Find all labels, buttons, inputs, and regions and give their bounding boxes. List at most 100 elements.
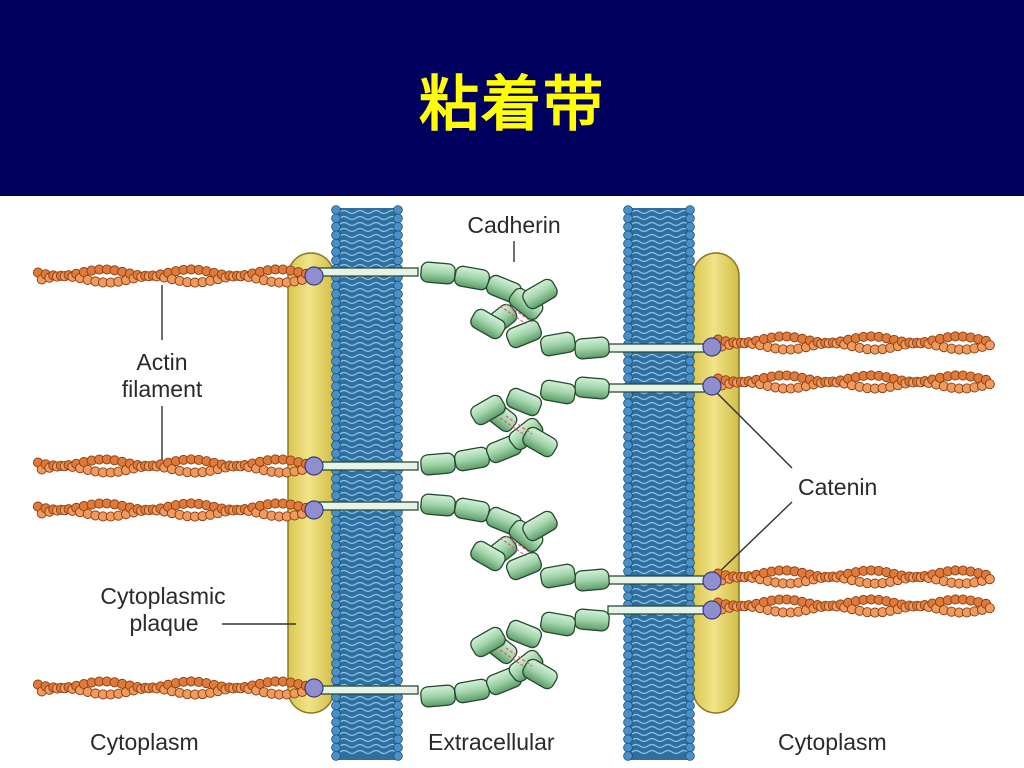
lipid-head <box>623 406 633 417</box>
transmembrane-segment <box>317 267 419 277</box>
lipid-head <box>393 667 403 677</box>
lipid-head <box>393 305 403 316</box>
lipid-head <box>393 473 403 484</box>
lipid-head <box>685 406 695 417</box>
lipid-head <box>685 322 695 333</box>
lipid-head <box>331 557 341 568</box>
cadherin-domain <box>505 619 543 649</box>
lipid-head <box>393 373 403 383</box>
catenin <box>702 376 722 396</box>
lipid-head <box>685 700 695 711</box>
slide-title: 粘着带 <box>419 70 605 140</box>
transmembrane-segment <box>317 461 419 471</box>
lipid-head <box>623 641 633 652</box>
lipid-head <box>685 289 695 299</box>
actin-filaments <box>32 264 995 700</box>
leader-catenin-lower <box>712 501 793 579</box>
cadherin-domain <box>453 265 491 291</box>
lipid-head <box>331 297 341 308</box>
lipid-head <box>623 700 633 711</box>
actin-filament <box>712 370 995 394</box>
lipid-head <box>685 431 695 442</box>
lipid-head <box>623 331 633 341</box>
cadherin-domain <box>574 568 610 592</box>
lipid-head <box>623 566 633 576</box>
lipid-head <box>331 356 341 367</box>
actin-filament <box>32 264 315 288</box>
membrane-left <box>331 205 403 761</box>
catenin <box>304 678 324 698</box>
lipid-head <box>331 725 341 736</box>
lipid-head <box>393 255 403 266</box>
label-cadherin: Cadherin <box>467 212 561 238</box>
lipid-head <box>623 431 633 442</box>
lipid-head <box>685 734 695 744</box>
lipid-head <box>685 280 695 291</box>
lipid-head <box>685 255 695 266</box>
cadherin-domain <box>420 493 456 517</box>
lipid-head <box>393 322 403 333</box>
lipid-head <box>331 751 341 761</box>
catenins <box>304 266 722 698</box>
lipid-head <box>331 658 341 669</box>
lipid-head <box>393 599 403 610</box>
lipid-head <box>685 440 695 451</box>
lipid-head <box>393 524 403 534</box>
lipid-head <box>623 490 633 501</box>
lipid-head <box>393 549 403 560</box>
lipid-head <box>393 205 403 215</box>
lipid-head <box>393 331 403 341</box>
label-extracellular: Extracellular <box>428 729 555 755</box>
lipid-head <box>685 490 695 501</box>
plaque-right <box>692 252 740 714</box>
lipid-head <box>331 599 341 610</box>
lipid-head <box>685 222 695 232</box>
lipid-head <box>331 641 341 652</box>
lipid-head <box>685 692 695 702</box>
lipid-head <box>393 280 403 291</box>
lipid-tails <box>631 209 689 755</box>
lipid-head <box>331 524 341 534</box>
lipid-head <box>393 574 403 585</box>
catenin <box>702 337 722 357</box>
lipid-head <box>685 297 695 308</box>
cadherin-domain <box>539 611 577 637</box>
lipid-head <box>393 583 403 593</box>
lipid-head <box>331 633 341 644</box>
lipid-head <box>331 255 341 266</box>
catenin <box>304 456 324 476</box>
lipid-head <box>685 641 695 652</box>
actin-bead <box>984 574 995 585</box>
lipid-head <box>623 255 633 266</box>
cadherin <box>470 535 610 592</box>
lipid-head <box>331 406 341 417</box>
lipid-head <box>331 431 341 442</box>
lipid-head <box>685 675 695 686</box>
cadherin-domain <box>453 446 491 472</box>
lipid-head <box>685 465 695 476</box>
lipid-head <box>393 297 403 308</box>
lipid-head <box>685 331 695 341</box>
lipid-head <box>331 448 341 459</box>
label-plaque-line1: Cytoplasmic <box>100 583 226 609</box>
lipid-head <box>623 549 633 560</box>
lipid-head <box>685 667 695 677</box>
actin-bead <box>984 603 995 614</box>
membrane-right <box>623 205 695 761</box>
lipid-head <box>331 717 341 728</box>
lipid-head <box>685 272 695 283</box>
lipid-head <box>393 515 403 526</box>
transmembrane-segment <box>317 501 419 511</box>
lipid-head <box>331 247 341 257</box>
catenin <box>702 571 722 591</box>
lipid-head <box>685 398 695 409</box>
lipid-head <box>393 389 403 400</box>
lipid-head <box>331 373 341 383</box>
lipid-head <box>685 457 695 467</box>
cadherin-domain <box>522 658 558 690</box>
cadherin-domain <box>539 331 577 357</box>
lipid-head <box>393 381 403 392</box>
lipid-head <box>331 364 341 375</box>
lipid-head <box>623 650 633 660</box>
lipid-head <box>685 263 695 274</box>
